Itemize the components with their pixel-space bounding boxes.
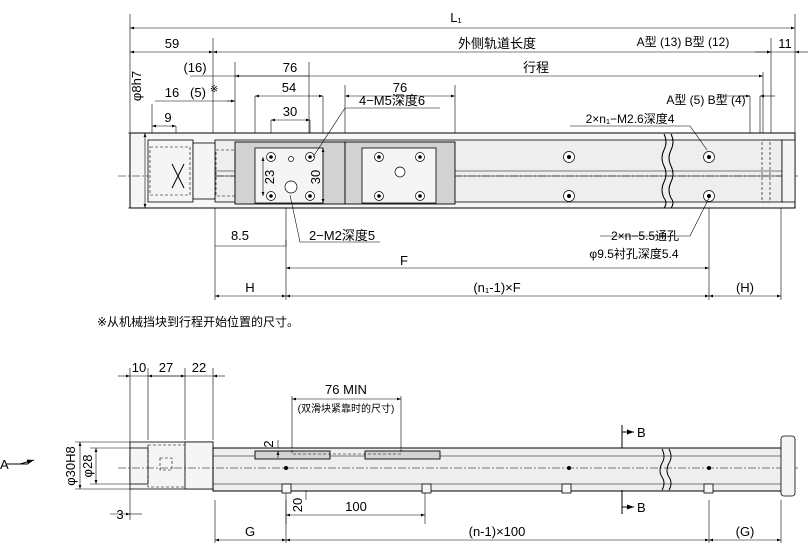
dim-54: 54 bbox=[282, 80, 296, 95]
dim-H: H bbox=[245, 280, 254, 295]
cross-mark-icon bbox=[171, 163, 185, 189]
label-m5: 4−M5深度6 bbox=[359, 93, 425, 108]
dim-59: 59 bbox=[165, 36, 179, 51]
dim-shaft-8h7: φ8h7 bbox=[129, 71, 144, 101]
section-b-marks bbox=[621, 425, 634, 514]
dim-16: 16 bbox=[165, 85, 179, 100]
label-section-b-bottom: B bbox=[637, 500, 646, 515]
leader-lines-top bbox=[285, 107, 710, 246]
dim-8-5: 8.5 bbox=[231, 228, 249, 243]
dim-16-paren: (16) bbox=[183, 60, 206, 75]
dim-5-paren: (5) bbox=[190, 85, 206, 100]
dim-min-note: (双滑块紧靠时的尺寸) bbox=[298, 402, 395, 415]
dim-30h8: φ30H8 bbox=[63, 446, 78, 486]
label-section-b-top: B bbox=[637, 425, 646, 440]
dim-n1F: (n₁-1)×F bbox=[473, 280, 520, 295]
dim-H-paren: (H) bbox=[736, 280, 754, 295]
dim-27: 27 bbox=[159, 360, 173, 375]
dim-10: 10 bbox=[132, 360, 146, 375]
dim-11: 11 bbox=[778, 36, 792, 51]
dim-G: G bbox=[245, 524, 255, 539]
dim-2: 2 bbox=[261, 440, 276, 447]
dim-3: 3 bbox=[116, 507, 123, 522]
mounting-feet bbox=[281, 483, 714, 494]
top-view: L₁ 59 外侧轨道长度 A型 (13) B型 (12) 11 (16) 76 … bbox=[97, 10, 808, 329]
dim-G-paren: (G) bbox=[736, 524, 755, 539]
dim-100: 100 bbox=[345, 499, 367, 514]
m5-holes-carriage-1 bbox=[266, 152, 315, 201]
hole-marks-side bbox=[284, 466, 711, 470]
dim-28: φ28 bbox=[80, 455, 95, 478]
break-lines-top bbox=[661, 133, 674, 209]
carriage-side-1 bbox=[254, 450, 331, 460]
dim-a-b-13-12: A型 (13) B型 (12) bbox=[637, 35, 730, 49]
end-block-left bbox=[147, 139, 194, 203]
note-mark: ※ bbox=[210, 84, 218, 95]
label-m2: 2−M2深度5 bbox=[309, 228, 375, 243]
end-cap-side bbox=[780, 435, 796, 497]
dimension-lines-top bbox=[130, 26, 808, 298]
dim-F: F bbox=[400, 253, 408, 268]
holes-carriage-2 bbox=[374, 152, 425, 201]
side-view: 10 27 22 76 MIN (双滑块紧靠时的尺寸) A φ30H8 φ28 … bbox=[0, 360, 800, 543]
dim-rail-length: 外侧轨道长度 bbox=[458, 36, 536, 51]
dim-76-a: 76 bbox=[283, 60, 297, 75]
dim-n100: (n-1)×100 bbox=[469, 524, 526, 539]
dim-L1: L₁ bbox=[450, 10, 462, 25]
dim-20: 20 bbox=[290, 498, 305, 512]
end-cap-right bbox=[781, 139, 796, 203]
dim-30-a: 30 bbox=[283, 104, 297, 119]
label-cbore: φ9.5衬孔深度5.4 bbox=[589, 246, 678, 261]
dim-a-b-5-4: A型 (5) B型 (4) bbox=[666, 93, 745, 107]
dim-76-min: 76 MIN bbox=[325, 382, 367, 397]
dim-22: 22 bbox=[192, 360, 206, 375]
carriage-side-2 bbox=[364, 450, 441, 460]
dim-9: 9 bbox=[164, 110, 171, 125]
dim-stroke: 行程 bbox=[523, 60, 549, 75]
label-m26: 2×n₁−M2.6深度4 bbox=[586, 111, 675, 126]
view-a-arrow-icon bbox=[6, 459, 35, 465]
label-view-a: A bbox=[0, 457, 9, 472]
rail-holes bbox=[563, 151, 715, 202]
dim-76-b: 76 bbox=[393, 80, 407, 95]
break-lines-side bbox=[659, 448, 672, 491]
dim-30-b: 30 bbox=[308, 170, 323, 184]
footnote: ※从机械挡块到行程开始位置的尺寸。 bbox=[97, 314, 299, 329]
label-thru: 2×n−5.5通孔 bbox=[611, 229, 679, 243]
dim-23: 23 bbox=[262, 170, 277, 184]
dimension-lines-side bbox=[78, 374, 781, 542]
